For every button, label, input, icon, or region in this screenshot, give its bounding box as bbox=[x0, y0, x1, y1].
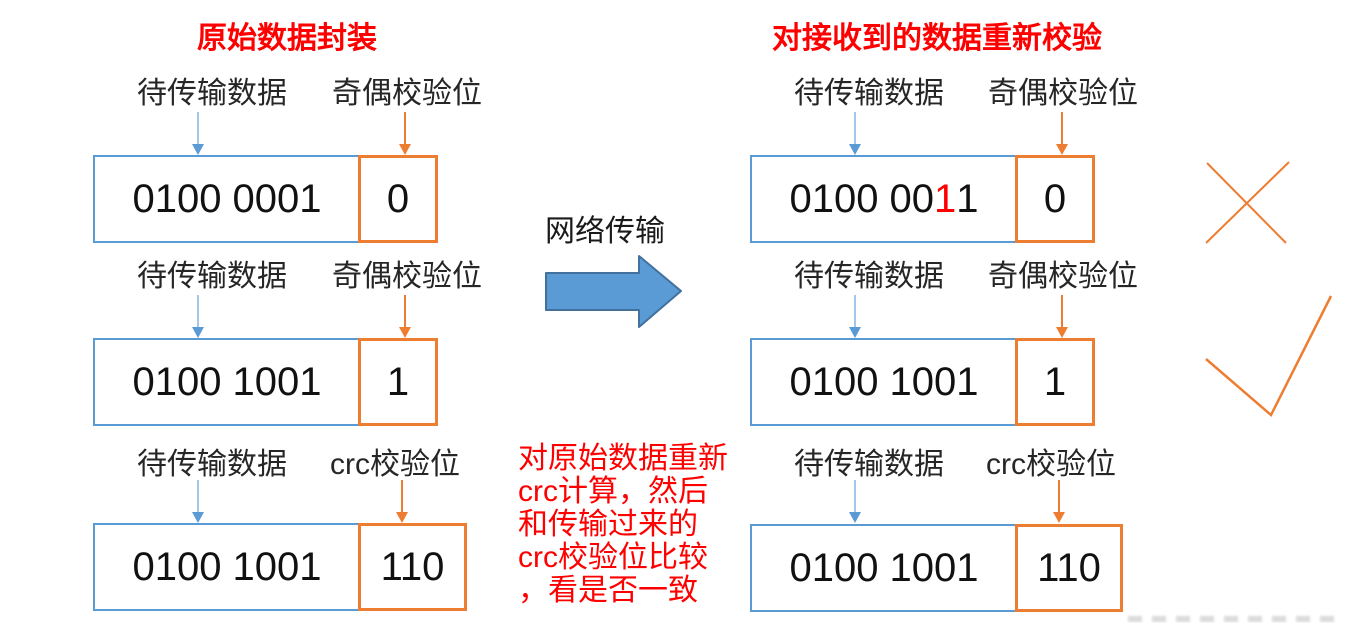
note-line: crc校验位比较 bbox=[518, 541, 708, 574]
check-bits-cell: 110 bbox=[358, 523, 467, 611]
data-bits: 0100 1001 bbox=[789, 545, 979, 590]
error-cross-icon bbox=[1205, 161, 1290, 244]
data-bits-cell: 0100 1001 bbox=[750, 338, 1018, 426]
check-bits-cell: 0 bbox=[1015, 155, 1095, 243]
data-bits-cell: 0100 1001 bbox=[93, 338, 361, 426]
down-arrow-icon bbox=[399, 295, 411, 338]
down-arrow-icon bbox=[849, 295, 861, 338]
down-arrow-icon bbox=[192, 480, 204, 523]
down-arrow-icon bbox=[1056, 112, 1068, 155]
down-arrow-icon bbox=[849, 480, 861, 523]
data-bits-cell: 0100 1001 bbox=[93, 523, 361, 611]
right-arrow-icon bbox=[545, 255, 682, 328]
data-field-label: 待传输数据 bbox=[794, 260, 944, 293]
data-bits: 0100 1001 bbox=[789, 359, 979, 404]
data-bits: 0100 00 bbox=[789, 176, 935, 221]
data-field-label: 待传输数据 bbox=[794, 77, 944, 110]
data-bits: 0100 1001 bbox=[132, 544, 322, 589]
down-arrow-icon bbox=[192, 295, 204, 338]
down-arrow-icon bbox=[849, 112, 861, 155]
packet-box: 0100 1001 110 bbox=[93, 523, 467, 611]
check-field-label: 奇偶校验位 bbox=[332, 260, 482, 293]
network-transfer-label: 网络传输 bbox=[545, 215, 665, 248]
data-field-label: 待传输数据 bbox=[137, 448, 287, 481]
down-arrow-icon bbox=[192, 112, 204, 155]
down-arrow-icon bbox=[1056, 295, 1068, 338]
data-field-label: 待传输数据 bbox=[794, 448, 944, 481]
check-field-label: crc校验位 bbox=[986, 448, 1116, 481]
check-bits-cell: 1 bbox=[1015, 338, 1095, 426]
flipped-bit: 1 bbox=[934, 176, 957, 221]
packet-box: 0100 1001 1 bbox=[93, 338, 438, 426]
data-bits-cell: 0100 0001 bbox=[93, 155, 361, 243]
data-bits: 0100 0001 bbox=[132, 176, 322, 221]
packet-box: 0100 1001 1 bbox=[750, 338, 1095, 426]
success-check-icon bbox=[1205, 295, 1333, 417]
note-line: 和传输过来的 bbox=[518, 508, 698, 541]
watermark-remnant bbox=[1128, 616, 1344, 622]
down-arrow-icon bbox=[1053, 480, 1065, 523]
check-field-label: 奇偶校验位 bbox=[332, 77, 482, 110]
note-line: ，看是否一致 bbox=[518, 574, 698, 607]
packet-box: 0100 1001 110 bbox=[750, 524, 1123, 612]
data-field-label: 待传输数据 bbox=[137, 260, 287, 293]
data-bits-tail: 1 bbox=[956, 176, 979, 221]
down-arrow-icon bbox=[399, 112, 411, 155]
down-arrow-icon bbox=[396, 480, 408, 523]
right-column-title: 对接收到的数据重新校验 bbox=[772, 22, 1102, 55]
left-column-title: 原始数据封装 bbox=[197, 22, 377, 55]
crc-compare-note: 对原始数据重新 crc计算，然后 和传输过来的 crc校验位比较 ，看是否一致 bbox=[518, 442, 728, 607]
note-line: crc计算，然后 bbox=[518, 475, 708, 508]
note-line: 对原始数据重新 bbox=[518, 442, 728, 475]
data-bits-cell: 0100 1001 bbox=[750, 524, 1018, 612]
check-bits-cell: 0 bbox=[358, 155, 438, 243]
packet-box: 0100 0001 0 bbox=[93, 155, 438, 243]
check-field-label: 奇偶校验位 bbox=[988, 260, 1138, 293]
check-bits-cell: 1 bbox=[358, 338, 438, 426]
data-bits: 0100 1001 bbox=[132, 359, 322, 404]
data-field-label: 待传输数据 bbox=[137, 77, 287, 110]
check-field-label: crc校验位 bbox=[330, 448, 460, 481]
check-bits-cell: 110 bbox=[1015, 524, 1123, 612]
check-field-label: 奇偶校验位 bbox=[988, 77, 1138, 110]
